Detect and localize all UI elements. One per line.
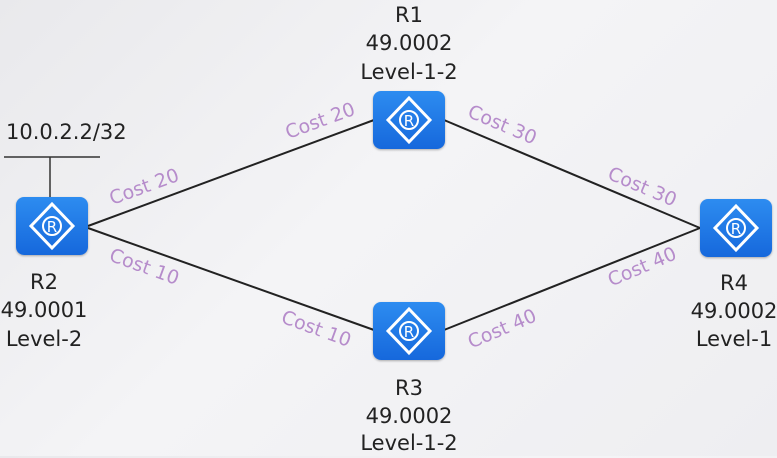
r3-name: R3 [395,376,423,400]
r4-level: Level-1 [695,327,773,351]
r3-level: Level-1-2 [360,431,458,455]
r1-name: R1 [395,3,423,27]
r1-level: Level-1-2 [360,60,458,84]
link-r3-r4 [443,227,701,331]
svg-text:R: R [47,218,57,236]
r4-area: 49.0002 [690,299,777,323]
link-r2-r1 [87,119,375,227]
router-r2-icon[interactable]: R [16,197,88,255]
svg-text:R: R [404,323,414,341]
r2-level: Level-2 [5,327,83,351]
r2-area: 49.0001 [0,298,88,322]
r4-name: R4 [720,271,748,295]
router-r4-icon[interactable]: R [700,199,772,257]
r1-area: 49.0002 [365,31,453,55]
r3-area: 49.0002 [365,404,453,428]
link-r2-r3 [87,227,375,331]
router-r1-icon[interactable]: R [373,91,445,149]
svg-text:R: R [731,220,741,238]
svg-text:R: R [404,112,414,130]
link-r1-r4 [443,119,701,229]
prefix-label: 10.0.2.2/32 [6,120,127,144]
r2-name: R2 [30,270,58,294]
router-r3-icon[interactable]: R [373,302,445,360]
